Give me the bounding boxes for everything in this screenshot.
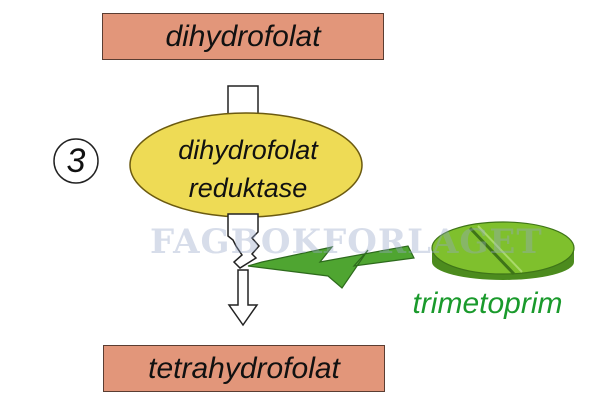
enzyme-name-line2: reduktase: [133, 169, 363, 207]
substrate-label: dihydrofolat: [165, 20, 320, 54]
enzyme-name-line1: dihydrofolat: [133, 131, 363, 169]
watermark-text: FAGBOKFORLAGET: [150, 222, 450, 262]
inhibitor-label: trimetoprim: [400, 287, 575, 321]
step-number: 3: [67, 142, 86, 181]
substrate-box: dihydrofolat: [102, 13, 384, 60]
product-label: tetrahydrofolat: [148, 352, 340, 386]
product-box: tetrahydrofolat: [103, 345, 385, 392]
enzyme-label: dihydrofolat reduktase: [133, 131, 363, 207]
down-arrow: [229, 270, 257, 325]
step-number-circle: 3: [52, 137, 100, 185]
